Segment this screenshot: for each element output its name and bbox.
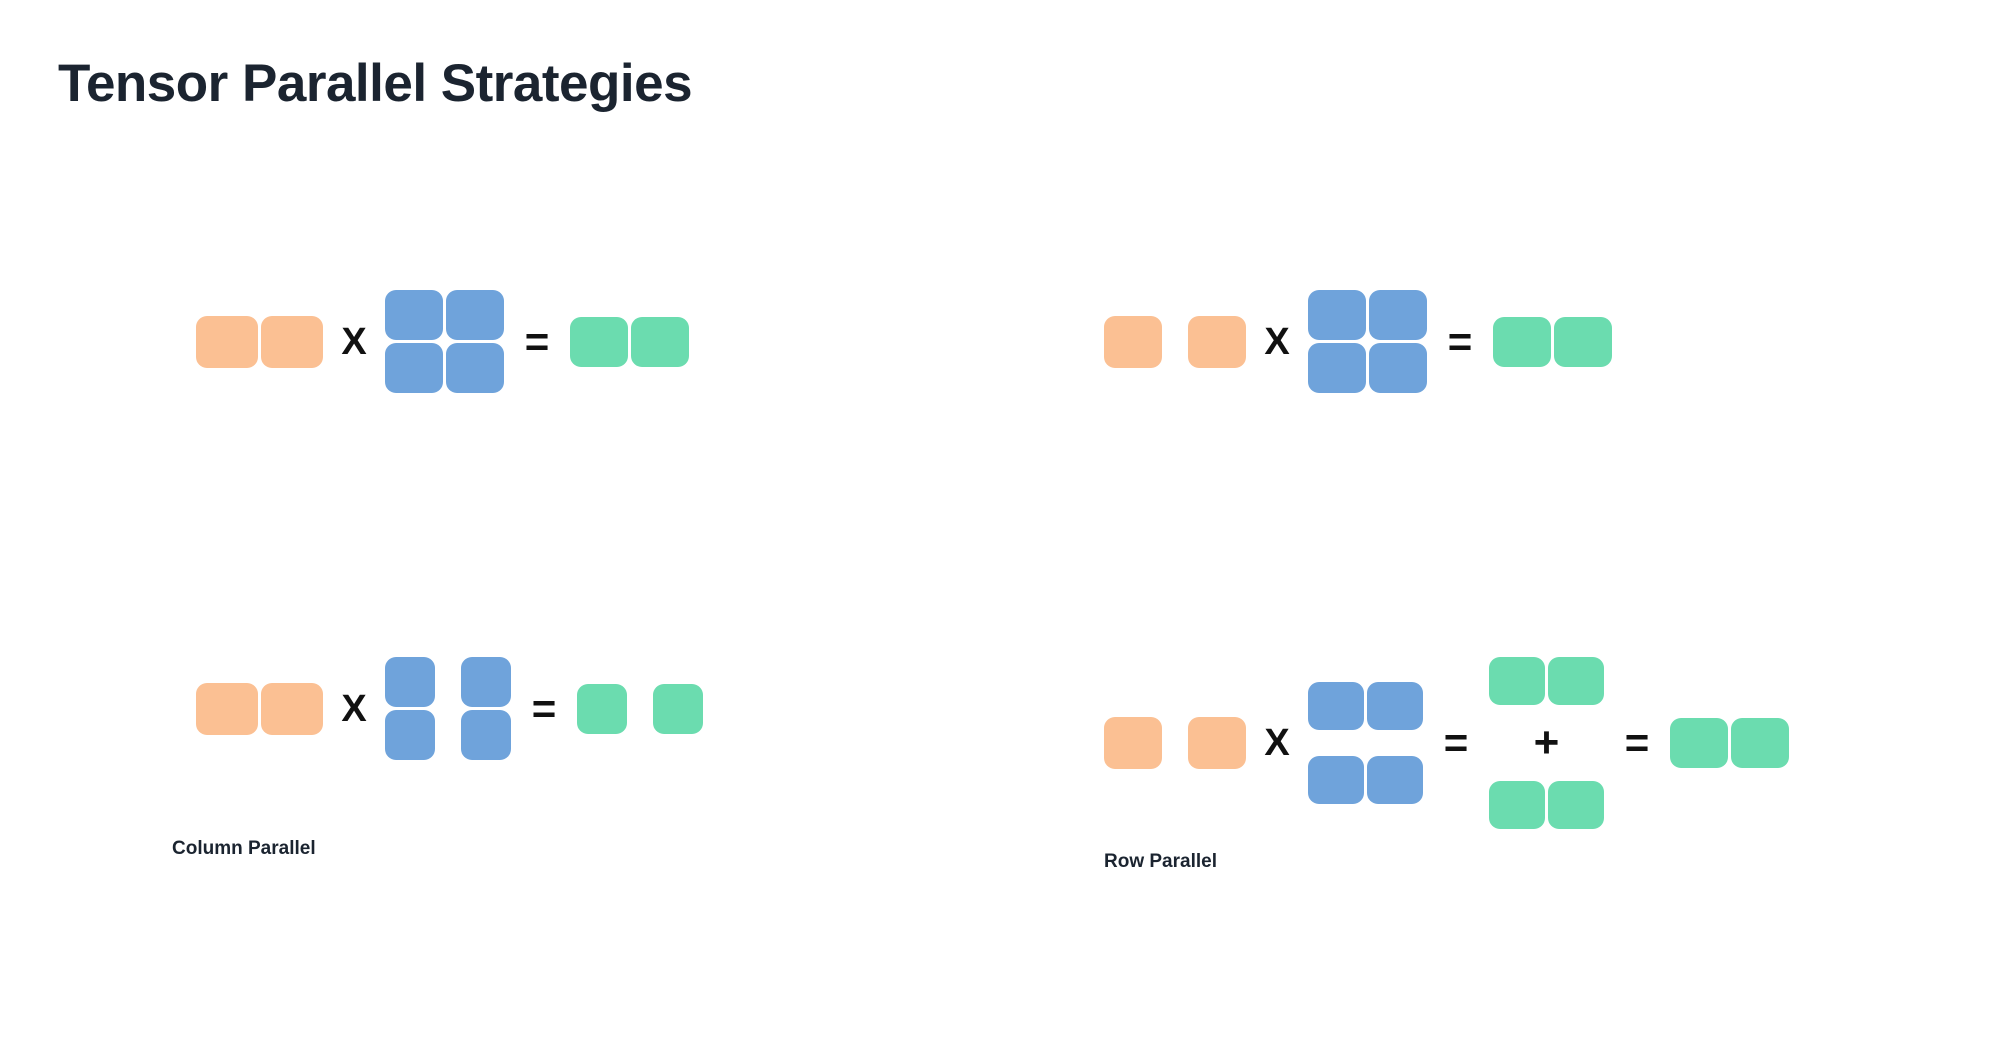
matrix-cell xyxy=(570,316,628,367)
input-matrix-orange-split xyxy=(1104,315,1246,368)
matrix-cell xyxy=(1489,657,1545,705)
output-matrix-green-column-split xyxy=(577,683,703,734)
matrix-cell xyxy=(385,290,443,340)
equals-operator: = xyxy=(1443,719,1469,766)
matrix-row xyxy=(1104,315,1246,368)
matrix-row xyxy=(385,657,511,707)
matrix-cell xyxy=(1369,290,1427,340)
matrix-row xyxy=(1493,316,1612,367)
multiply-operator: X xyxy=(341,687,367,730)
multiply-operator: X xyxy=(1264,722,1290,764)
equals-operator: = xyxy=(531,684,557,732)
matrix-cell xyxy=(385,343,443,393)
multiply-operator: X xyxy=(1264,320,1290,363)
matrix-cell xyxy=(1308,756,1364,804)
matrix-cell xyxy=(1367,682,1423,730)
matrix-cell xyxy=(1554,316,1612,367)
input-matrix-orange xyxy=(196,682,323,735)
diagram-column-parallel-sharded: X = xyxy=(196,657,703,760)
matrix-row xyxy=(1104,717,1246,769)
matrix-cell xyxy=(446,290,504,340)
diagram-row-parallel-sharded: X = + xyxy=(1104,657,1789,829)
page-title: Tensor Parallel Strategies xyxy=(58,54,693,113)
matrix-cell xyxy=(461,710,511,760)
diagram-column-parallel-unsharded: X = xyxy=(196,290,689,393)
matrix-row xyxy=(1670,718,1789,768)
matrix-cell xyxy=(1731,718,1789,768)
matrix-cell xyxy=(577,683,627,734)
output-matrix-green xyxy=(570,316,689,367)
matrix-row xyxy=(196,315,323,368)
matrix-cell xyxy=(385,710,435,760)
input-matrix-orange-split xyxy=(1104,717,1246,769)
matrix-cell xyxy=(1104,315,1162,368)
matrix-row xyxy=(1489,657,1604,705)
matrix-cell xyxy=(1369,343,1427,393)
matrix-row xyxy=(196,682,323,735)
equals-operator: = xyxy=(1624,719,1650,766)
equals-operator: = xyxy=(524,317,550,365)
matrix-cell xyxy=(1308,682,1364,730)
diagram-row-parallel-unsharded: X = xyxy=(1104,290,1612,393)
matrix-cell xyxy=(653,683,703,734)
weight-matrix-blue-row-split xyxy=(1308,682,1423,804)
matrix-cell xyxy=(631,316,689,367)
partial-output-matrix-green-top xyxy=(1489,657,1604,705)
matrix-row xyxy=(1308,290,1427,340)
matrix-row xyxy=(577,683,703,734)
matrix-cell xyxy=(261,682,323,735)
equals-operator: = xyxy=(1447,317,1473,365)
partial-output-matrix-green-bottom xyxy=(1489,781,1604,829)
matrix-row xyxy=(1308,682,1423,730)
weight-matrix-blue-column-split xyxy=(385,657,511,760)
output-matrix-green xyxy=(1670,718,1789,768)
weight-matrix-blue xyxy=(1308,290,1427,393)
matrix-cell xyxy=(1670,718,1728,768)
weight-matrix-blue xyxy=(385,290,504,393)
matrix-row xyxy=(385,710,511,760)
matrix-cell xyxy=(1548,781,1604,829)
input-matrix-orange xyxy=(196,315,323,368)
matrix-cell xyxy=(446,343,504,393)
caption-row-parallel: Row Parallel xyxy=(1104,851,1217,872)
output-matrix-green xyxy=(1493,316,1612,367)
matrix-row xyxy=(385,343,504,393)
matrix-cell xyxy=(1367,756,1423,804)
plus-operator: + xyxy=(1533,718,1560,767)
matrix-cell xyxy=(1308,343,1366,393)
matrix-cell xyxy=(1308,290,1366,340)
matrix-cell xyxy=(1548,657,1604,705)
caption-column-parallel: Column Parallel xyxy=(172,838,316,859)
partial-sum-stack: + xyxy=(1489,657,1604,829)
matrix-cell xyxy=(1188,315,1246,368)
matrix-cell xyxy=(196,315,258,368)
matrix-cell xyxy=(261,315,323,368)
multiply-operator: X xyxy=(341,320,367,363)
matrix-cell xyxy=(196,682,258,735)
matrix-row xyxy=(570,316,689,367)
matrix-row xyxy=(1489,781,1604,829)
matrix-cell xyxy=(1188,717,1246,769)
matrix-cell xyxy=(1104,717,1162,769)
matrix-cell xyxy=(385,657,435,707)
matrix-cell xyxy=(1489,781,1545,829)
matrix-row xyxy=(1308,343,1427,393)
matrix-row xyxy=(1308,756,1423,804)
matrix-row xyxy=(385,290,504,340)
matrix-cell xyxy=(1493,316,1551,367)
matrix-cell xyxy=(461,657,511,707)
